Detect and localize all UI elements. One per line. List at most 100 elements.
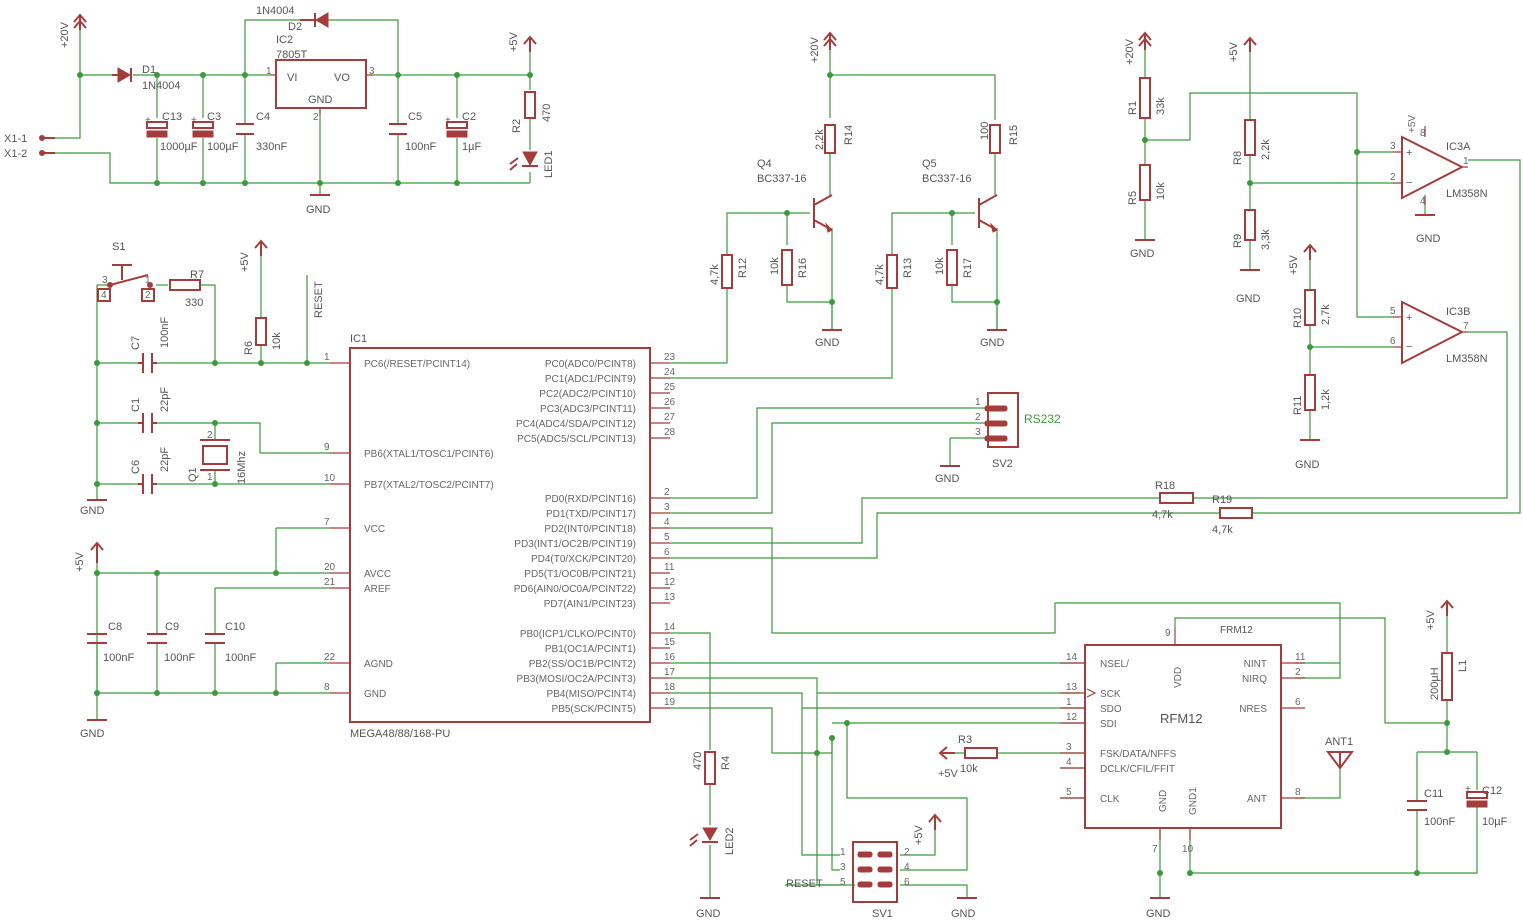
gnd-symbol-2: GND	[80, 499, 107, 517]
svg-text:+: +	[1406, 147, 1412, 159]
reset-net-label: RESET	[313, 281, 325, 318]
supply-5v-label: +5V	[938, 768, 959, 780]
opamp-ic3a: +− 321 84 +5V IC3A LM358N	[1390, 115, 1488, 207]
c12-label: C12	[1482, 785, 1502, 797]
r3-value: 10k	[960, 763, 978, 775]
gnd-symbol-6: GND	[935, 465, 960, 485]
c11-label: C11	[1424, 788, 1443, 800]
svg-text:5: 5	[840, 877, 846, 888]
svg-text:3: 3	[369, 66, 375, 77]
ic1-pin-name: PD1(TXD/PCINT17)	[546, 509, 636, 520]
gnd-label: GND	[1236, 293, 1261, 305]
ic1-pin-name: GND	[364, 689, 386, 700]
svg-text:+: +	[1465, 784, 1471, 795]
capacitor-c3: + C3 100µF	[191, 111, 239, 153]
l1-value: 200µH	[1429, 667, 1441, 700]
ic1-pin-name: AREF	[364, 584, 391, 595]
r19-label: R19	[1212, 494, 1232, 506]
svg-text:1: 1	[975, 397, 981, 408]
l1-label: L1	[1457, 660, 1469, 672]
resistor-r9: R9 3,3k	[1232, 209, 1272, 250]
svg-text:2: 2	[1390, 172, 1396, 183]
r13-value: 4,7k	[874, 264, 886, 285]
ic1-pin-name: PC4(ADC4/SDA/PCINT12)	[516, 419, 636, 430]
ic3a-label: IC3A	[1446, 141, 1471, 153]
resistor-r14: 2,2k R14	[814, 124, 855, 154]
r4-value: 470	[692, 752, 704, 770]
rfm12-pin-number: 6	[1295, 697, 1301, 708]
c10-value: 100nF	[225, 652, 256, 664]
svg-text:1: 1	[145, 275, 151, 286]
c8-label: C8	[108, 621, 122, 633]
rfm12-pin-name: SCK	[1100, 689, 1121, 700]
resistor-r10: R10 2,7k	[1292, 289, 1332, 328]
ic1-pin-name: PD3(INT1/OC2B/PCINT19)	[514, 539, 636, 550]
supply-5v-label: +5V	[913, 824, 925, 845]
r12-value: 4,7k	[709, 264, 721, 285]
svg-text:2: 2	[207, 430, 213, 441]
svg-text:2: 2	[975, 412, 981, 423]
opamp-supply-label: +5V	[1407, 115, 1418, 133]
gnd-symbol-8: GND	[1236, 269, 1261, 305]
r6-label: R6	[243, 341, 255, 355]
ic1-pin-number: 23	[664, 352, 676, 363]
rfm12-pin-number: 5	[1066, 787, 1072, 798]
rfm12-module: FRM12 RFM12 14NSEL/13SCK1SDO12SDI3FSK/DA…	[1060, 625, 1306, 855]
c7-value: 100nF	[159, 317, 171, 348]
ic1-left-pins: 1PC6(/RESET/PCINT14)9PB6(XTAL1/TOSC1/PCI…	[324, 352, 494, 700]
sv1-reset-label: RESET	[786, 878, 823, 890]
rfm12-left-pins: 14NSEL/13SCK1SDO12SDI3FSK/DATA/NFFS4DCLK…	[1060, 652, 1177, 805]
c6-label: C6	[130, 460, 142, 474]
r13-label: R13	[902, 258, 914, 278]
ic1-pin-number: 27	[664, 412, 676, 423]
supply-5v-label: +5V	[1228, 41, 1240, 62]
r5-value: 10k	[1155, 182, 1167, 200]
svg-text:1: 1	[266, 66, 272, 77]
ic3b-value: LM358N	[1446, 353, 1488, 365]
svg-text:3: 3	[840, 862, 846, 873]
svg-text:4: 4	[101, 290, 107, 301]
ic2-gnd: GND	[308, 94, 333, 106]
ic1-pin-name: PB7(XTAL2/TOSC2/PCINT7)	[364, 480, 494, 491]
r1-label: R1	[1127, 101, 1139, 115]
r14-value: 2,2k	[814, 129, 826, 150]
sv2-label: SV2	[992, 458, 1013, 470]
svg-text:2: 2	[904, 847, 910, 858]
ic1-pin-name: PB0(ICP1/CLKO/PCINT0)	[520, 629, 636, 640]
rfm12-pin-number: 13	[1066, 682, 1078, 693]
r2-label: R2	[511, 119, 523, 133]
r17-value: 10k	[934, 257, 946, 275]
ic1-pin-number: 2	[664, 487, 670, 498]
transistor-q4: Q4 BC337-16	[757, 158, 833, 233]
ic1-pin-number: 28	[664, 427, 676, 438]
supply-5v-symbol-4: +5V	[1228, 36, 1257, 62]
ic1-pin-name: PC2(ADC2/PCINT10)	[539, 389, 636, 400]
supply-20v-symbol-2: +20V	[809, 31, 837, 63]
c11-value: 100nF	[1424, 816, 1455, 828]
ic1-pin-number: 15	[664, 637, 676, 648]
led2-label: LED2	[724, 827, 736, 855]
ic1-pin-number: 21	[324, 577, 336, 588]
s1-label: S1	[112, 241, 125, 253]
supply-5v-label: +5V	[239, 251, 251, 272]
resistor-r1: R1 33k	[1127, 77, 1167, 119]
rfm12-pin-gnd: GND	[1158, 790, 1169, 812]
gnd-label: GND	[80, 728, 105, 740]
led1: LED1	[509, 150, 555, 178]
rfm12-pin-name: FSK/DATA/NFFS	[1100, 749, 1177, 760]
ic1-pin-name: PC6(/RESET/PCINT14)	[364, 359, 470, 370]
svg-text:2: 2	[313, 112, 319, 123]
ic1-pin-name: PB6(XTAL1/TOSC1/PCINT6)	[364, 449, 494, 460]
ic1-pin-number: 6	[664, 547, 670, 558]
inductor-l1: 200µH L1	[1429, 652, 1469, 701]
ic1-pin-name: PD2(INT0/PCINT18)	[544, 524, 636, 535]
gnd-symbol-1: GND	[306, 194, 331, 216]
r16-label: R16	[797, 258, 809, 278]
supply-20v-label: +20V	[1124, 38, 1136, 65]
rfm12-value: RFM12	[1160, 711, 1203, 726]
antenna-ant1: ANT1	[1325, 736, 1354, 770]
ic1-pin-name: PB5(SCK/PCINT5)	[552, 704, 636, 715]
comparator-section: +20V R1 33k R5 10k GND +5V R8 2,2k R9 3,…	[670, 31, 1521, 559]
ic1-pin-number: 18	[664, 682, 676, 693]
